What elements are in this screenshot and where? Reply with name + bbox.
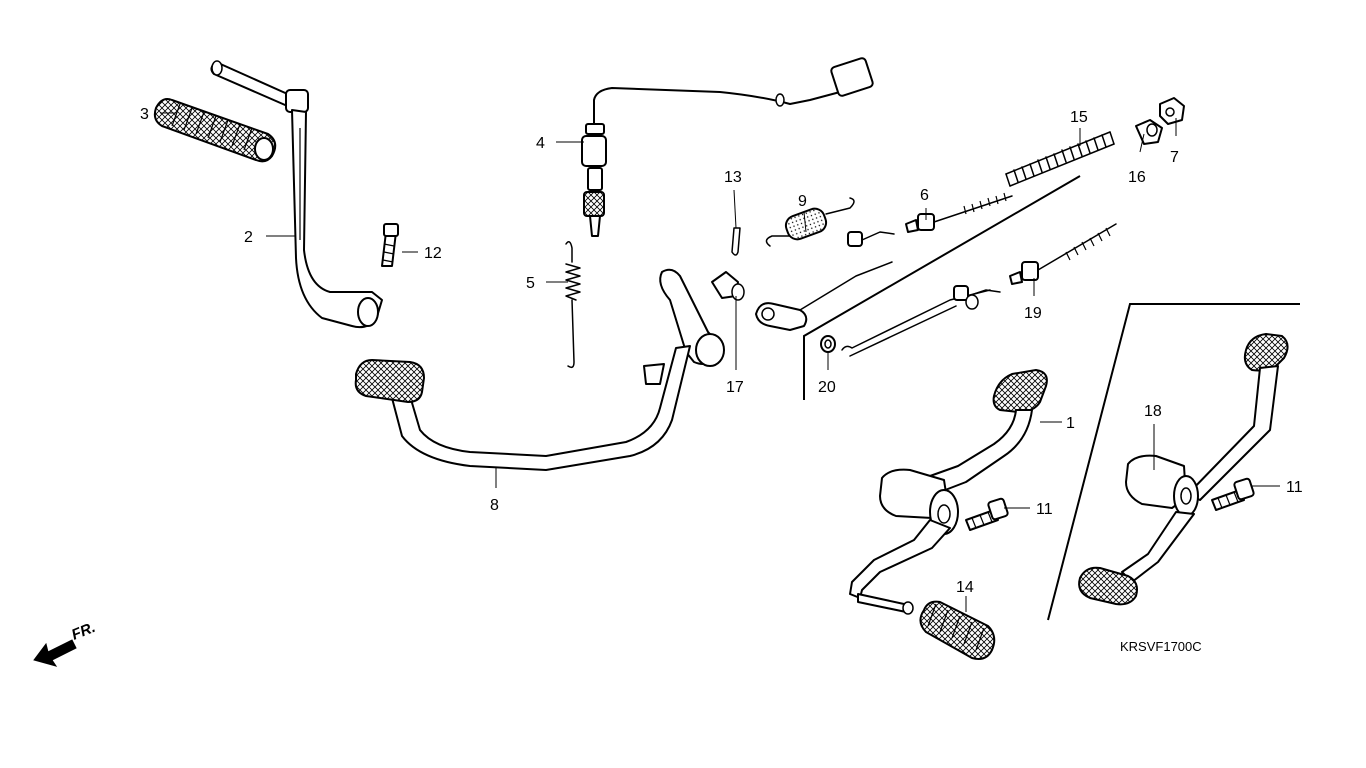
part-brake-lever-arm <box>755 231 895 331</box>
callout-9: 9 <box>798 193 807 210</box>
callout-19: 19 <box>1024 305 1042 322</box>
callout-14: 14 <box>956 579 974 596</box>
callout-11b: 11 <box>1286 479 1303 496</box>
leader-lines <box>160 112 1280 612</box>
callout-2: 2 <box>244 229 253 246</box>
part-lower-brake-rod <box>841 285 1001 357</box>
part-3-kick-rubber <box>153 98 277 163</box>
part-13-cotter-pin <box>731 227 741 256</box>
callout-17: 17 <box>726 379 744 396</box>
part-16-joint <box>1135 119 1163 145</box>
part-9-spring <box>765 197 855 247</box>
callout-5: 5 <box>526 275 535 292</box>
callout-labels: 1 2 3 4 5 6 7 8 9 11 11 12 13 14 15 16 1… <box>140 106 1303 596</box>
callout-8: 8 <box>490 497 499 514</box>
callout-3: 3 <box>140 106 149 123</box>
callout-4: 4 <box>536 135 545 152</box>
part-8-brake-pedal <box>354 268 725 471</box>
part-14-shift-rubber <box>919 600 996 660</box>
divider-lines <box>803 175 1300 621</box>
callout-16: 16 <box>1128 169 1146 186</box>
part-18-shift-pedal-alt <box>1078 333 1289 606</box>
part-2-kick-arm <box>210 60 383 329</box>
part-11-bolt-b <box>1211 477 1255 511</box>
front-direction-indicator: FR. <box>33 619 98 667</box>
part-17-clevis <box>711 271 745 301</box>
callout-7: 7 <box>1170 149 1179 166</box>
part-5-spring <box>565 241 581 369</box>
drawing-code: KRSVF1700C <box>1120 639 1202 654</box>
part-1-shift-pedal <box>849 369 1048 615</box>
front-label: FR. <box>69 619 98 644</box>
part-4-stop-switch <box>581 57 874 237</box>
callout-12: 12 <box>424 245 442 262</box>
callout-20: 20 <box>818 379 836 396</box>
part-20-washer <box>820 335 836 353</box>
part-7-nut <box>1159 97 1185 125</box>
part-12-bolt <box>381 223 399 267</box>
part-19-brake-rod <box>1009 223 1117 285</box>
callout-11a: 11 <box>1036 501 1053 518</box>
callout-15: 15 <box>1070 109 1088 126</box>
front-arrow-icon <box>33 639 77 667</box>
callout-18: 18 <box>1144 403 1162 420</box>
part-11-bolt-a <box>965 497 1009 531</box>
part-15-spring <box>1005 131 1115 187</box>
callout-1: 1 <box>1066 415 1075 432</box>
callout-13: 13 <box>724 169 742 186</box>
callout-6: 6 <box>920 187 929 204</box>
